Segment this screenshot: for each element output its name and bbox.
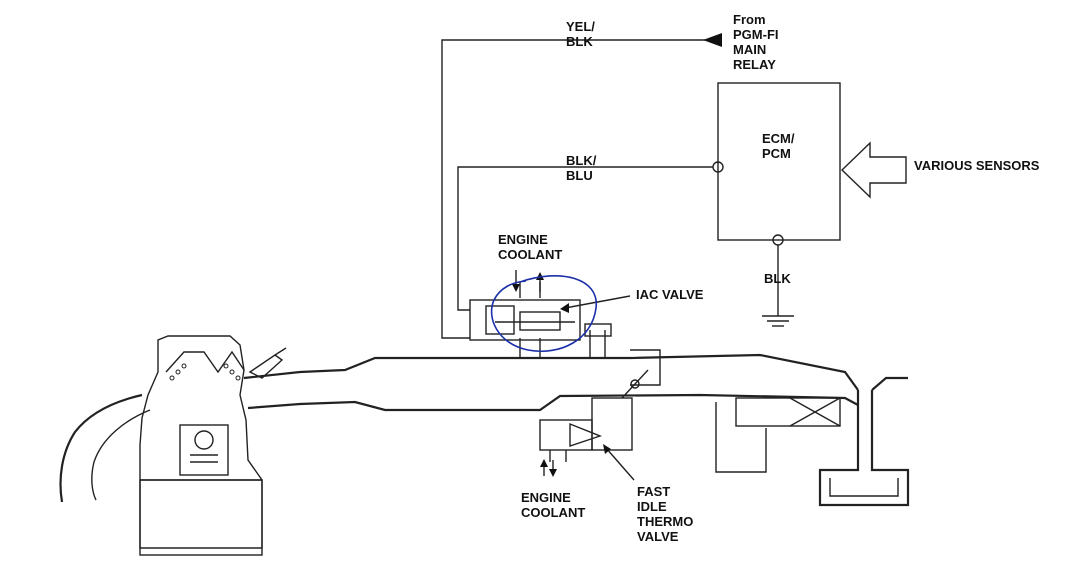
intake-piping <box>59 323 910 556</box>
yel-blk-wire <box>441 39 710 339</box>
fast-idle-leader <box>605 447 635 481</box>
sensors-input-arrow-icon <box>840 141 907 199</box>
various-sensors-label: VARIOUS SENSORS <box>914 158 1040 173</box>
iac-leader <box>564 295 631 309</box>
relay-arrow-icon <box>703 33 722 47</box>
fast-idle-thermo-valve-label: FAST IDLE THERMO VALVE <box>637 484 694 544</box>
iac-valve-body <box>469 282 581 341</box>
blk-blu-wire <box>457 166 718 311</box>
ecm-label: ECM/ PCM <box>762 131 795 161</box>
annotation-circle <box>490 275 597 352</box>
ground-wire-label: BLK <box>764 271 791 286</box>
yel-blk-wire-label: YEL/ BLK <box>566 19 595 49</box>
engine-coolant-top-label: ENGINE COOLANT <box>498 232 563 262</box>
engine-coolant-bottom-label: ENGINE COOLANT <box>521 490 586 520</box>
coolant-flow-bottom-icon <box>540 459 557 477</box>
wiring <box>441 33 794 339</box>
ground-symbol-icon <box>762 315 794 327</box>
iac-valve-label: IAC VALVE <box>636 287 704 302</box>
coolant-flow-top-icon <box>512 270 544 292</box>
ecm-box <box>717 82 841 241</box>
relay-source-label: From PGM-FI MAIN RELAY <box>733 12 779 72</box>
blk-blu-wire-label: BLK/ BLU <box>566 153 597 183</box>
piston <box>179 424 229 476</box>
